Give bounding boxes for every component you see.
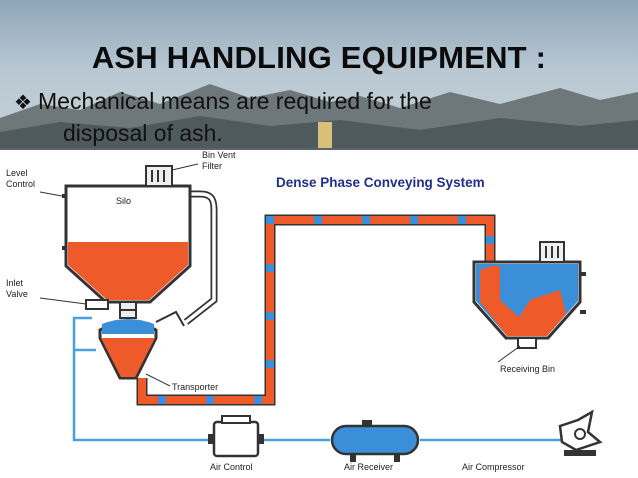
- label-air-receiver: Air Receiver: [344, 462, 393, 472]
- air-receiver-tank: [330, 420, 420, 462]
- conveying-diagram: Dense Phase Conveying System Level Contr…: [0, 150, 638, 478]
- transporter: [98, 309, 185, 380]
- label-transporter: Transporter: [172, 382, 218, 392]
- air-compressor-icon: [558, 409, 603, 456]
- bullet-text: ❖ Mechanical means are required for the d…: [14, 86, 574, 148]
- air-control-unit: [208, 415, 264, 458]
- label-silo: Silo: [116, 196, 131, 206]
- silo-ash-fill: [68, 242, 188, 300]
- label-inlet-2: Valve: [6, 289, 28, 299]
- label-air-compressor: Air Compressor: [462, 462, 525, 472]
- bullet-line-1: Mechanical means are required for the: [38, 88, 432, 114]
- label-bin-vent-1: Bin Vent: [202, 150, 236, 160]
- label-inlet-1: Inlet: [6, 278, 24, 288]
- transporter-ash-fill: [101, 338, 155, 377]
- label-bin-vent-2: Filter: [202, 161, 222, 171]
- label-receiving-bin: Receiving Bin: [500, 364, 555, 374]
- receiving-bin-ash-fill: [480, 266, 540, 336]
- label-level-1: Level: [6, 168, 28, 178]
- inlet-valve-icon: [85, 299, 109, 310]
- slide-title: ASH HANDLING EQUIPMENT :: [91, 40, 547, 75]
- label-air-control: Air Control: [210, 462, 253, 472]
- label-level-2: Control: [6, 179, 35, 189]
- mountain-background: [0, 0, 638, 160]
- diagram-title: Dense Phase Conveying System: [276, 175, 485, 190]
- diamond-cluster-icon: ❖: [14, 92, 32, 114]
- silo: [62, 165, 192, 313]
- bullet-line-2: disposal of ash.: [63, 120, 223, 146]
- receiving-bin: [472, 241, 586, 349]
